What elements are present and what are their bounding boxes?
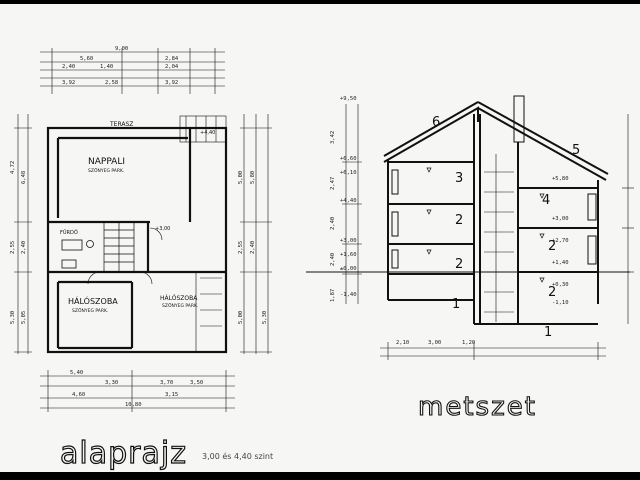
plan-dim-left-0: 4,72 bbox=[10, 161, 16, 174]
plan-dim-left-5: 5,05 bbox=[21, 311, 27, 324]
plan-dim-left-4: 5,30 bbox=[10, 311, 16, 324]
level-plus-440: +4,40 bbox=[200, 130, 215, 136]
section-level-left-0: +9,50 bbox=[340, 96, 357, 102]
section-num-3: 3 bbox=[455, 171, 463, 186]
plan-dim-right-5: 5,30 bbox=[262, 311, 268, 324]
section-dim-left-1: 2,47 bbox=[330, 177, 336, 190]
section-level-right-2: +2,70 bbox=[552, 238, 569, 244]
section-labels: 6 5 4 3 2 2 2 2 2 1 1 +9,50 +6,60 +6,10 … bbox=[330, 96, 580, 346]
plan-dim-left-1: 6,48 bbox=[21, 171, 27, 184]
section-level-right-0: +5,80 bbox=[552, 176, 569, 182]
floor-plan-labels: TERASZ NAPPALI SZŐNYEG PARK. FÜRDŐ HÁLÓS… bbox=[10, 46, 268, 408]
plan-dim-top-4: 1,40 bbox=[100, 64, 113, 70]
section-level-right-5: -1,10 bbox=[552, 300, 569, 306]
plan-dim-bottom-0: 5,40 bbox=[70, 370, 83, 376]
section-dim-bottom-1: 3,00 bbox=[428, 340, 441, 346]
room-halo-2-floor: SZŐNYEG PARK. bbox=[162, 302, 198, 309]
section-title: metszet bbox=[417, 391, 537, 422]
section-num-2d: 2 bbox=[548, 285, 556, 300]
room-nappali-floor: SZŐNYEG PARK. bbox=[88, 167, 124, 174]
section-num-2c: 2 bbox=[548, 239, 556, 254]
section-level-right-3: +1,40 bbox=[552, 260, 569, 266]
section-level-left-6: ±0,00 bbox=[340, 266, 357, 272]
plan-dim-top-1: 5,60 bbox=[80, 56, 93, 62]
section-num-1a: 1 bbox=[452, 297, 460, 312]
room-halo-1-floor: SZŐNYEG PARK. bbox=[72, 307, 108, 314]
room-nappali: NAPPALI bbox=[88, 157, 125, 167]
section-num-5: 5 bbox=[572, 143, 580, 158]
plan-dim-bottom-3: 3,70 bbox=[160, 380, 173, 386]
plan-dim-right-3: 2,40 bbox=[250, 241, 256, 254]
plan-dim-top-0: 9,00 bbox=[115, 46, 128, 52]
section-num-1b: 1 bbox=[544, 325, 552, 340]
room-halo-1: HÁLÓSZOBA bbox=[68, 295, 118, 306]
plan-dim-bottom-1: 3,30 bbox=[105, 380, 118, 386]
section-level-left-1: +6,60 bbox=[340, 156, 357, 162]
section-dim-left-2: 2,40 bbox=[330, 217, 336, 230]
floor-plan bbox=[14, 48, 272, 412]
plan-dim-bottom-5: 3,15 bbox=[165, 392, 178, 398]
plan-subtitle: 3,00 és 4,40 szint bbox=[202, 452, 274, 461]
drawing-sheet: TERASZ NAPPALI SZŐNYEG PARK. FÜRDŐ HÁLÓS… bbox=[0, 4, 640, 472]
plan-dim-left-2: 2,55 bbox=[10, 241, 16, 254]
level-plus-300: +3,00 bbox=[155, 226, 170, 232]
section-level-right-1: +3,00 bbox=[552, 216, 569, 222]
section-dim-left-0: 3,42 bbox=[330, 131, 336, 144]
plan-dim-top-8: 3,92 bbox=[165, 80, 178, 86]
plan-dim-bottom-4: 3,50 bbox=[190, 380, 203, 386]
section-level-left-3: +4,40 bbox=[340, 198, 357, 204]
architectural-drawing: TERASZ NAPPALI SZŐNYEG PARK. FÜRDŐ HÁLÓS… bbox=[10, 46, 634, 412]
room-furdo: FÜRDŐ bbox=[60, 229, 78, 236]
plan-dim-top-2: 2,84 bbox=[165, 56, 179, 62]
section-dim-left-3: 2,40 bbox=[330, 253, 336, 266]
section-level-left-2: +6,10 bbox=[340, 170, 357, 176]
plan-dim-left-3: 2,40 bbox=[21, 241, 27, 254]
section-num-6: 6 bbox=[432, 115, 440, 130]
plan-dim-top-6: 3,92 bbox=[62, 80, 75, 86]
section-level-left-7: -1,40 bbox=[340, 292, 357, 298]
plan-dim-right-0: 5,00 bbox=[238, 171, 244, 184]
section-num-2a: 2 bbox=[455, 213, 463, 228]
plan-dim-bottom-2: 4,60 bbox=[72, 392, 85, 398]
room-terasz: TERASZ bbox=[109, 121, 133, 128]
plan-dim-top-5: 2,04 bbox=[165, 64, 179, 70]
section-level-left-5: +1,60 bbox=[340, 252, 357, 258]
section-num-4: 4 bbox=[542, 193, 550, 208]
plan-dim-top-7: 2,58 bbox=[105, 80, 118, 86]
section-level-left-4: +3,00 bbox=[340, 238, 357, 244]
plan-dim-right-2: 2,55 bbox=[238, 241, 244, 254]
plan-title: alaprajz bbox=[59, 435, 187, 471]
plan-dim-top-3: 2,40 bbox=[62, 64, 75, 70]
plan-dim-right-1: 5,80 bbox=[250, 171, 256, 184]
section-num-2b: 2 bbox=[455, 257, 463, 272]
section-dim-left-4: 1,87 bbox=[330, 289, 336, 302]
section-drawing bbox=[306, 95, 634, 360]
room-halo-2: HÁLÓSZOBA bbox=[160, 295, 198, 302]
section-dim-bottom-0: 2,10 bbox=[396, 340, 409, 346]
plan-dim-right-4: 5,00 bbox=[238, 311, 244, 324]
section-dim-bottom-2: 1,20 bbox=[462, 340, 475, 346]
section-level-right-4: +0,30 bbox=[552, 282, 569, 288]
plan-dim-bottom-6: 10,80 bbox=[125, 402, 142, 408]
